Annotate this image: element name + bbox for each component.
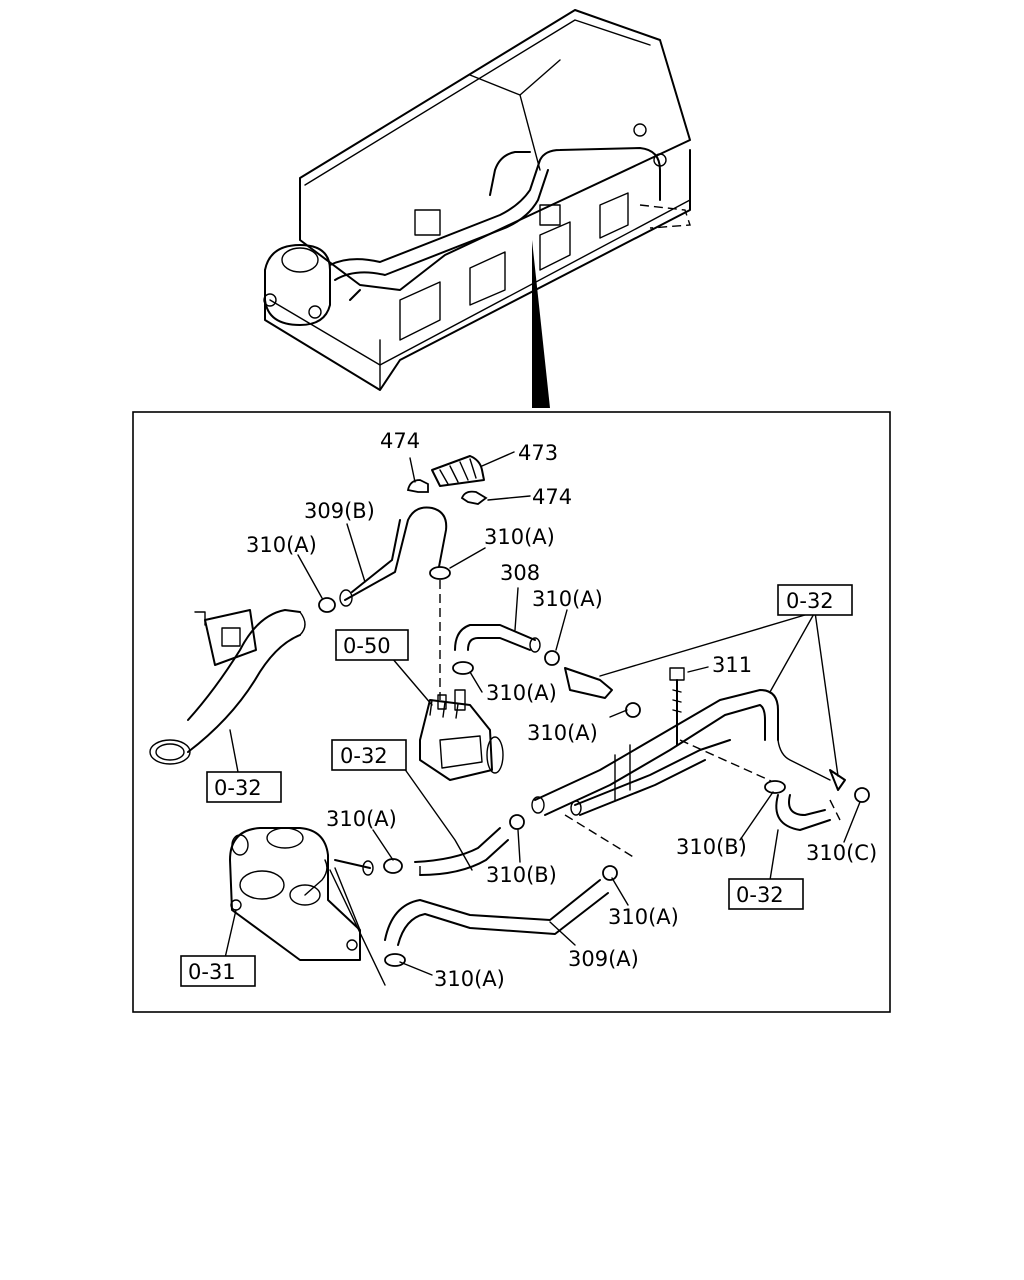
label-311: 311 — [712, 653, 752, 677]
ref-box-0-32: 0-32 — [736, 883, 784, 907]
clamp-310a — [318, 597, 336, 613]
engine-overview-illustration — [263, 9, 691, 391]
bolt-311 — [669, 667, 685, 746]
clamp-310a — [429, 566, 451, 580]
ref-box-0-32: 0-32 — [340, 744, 388, 768]
ref-box-0-32: 0-32 — [214, 776, 262, 800]
water-pipe-left — [149, 609, 306, 765]
label-310a: 310(A) — [246, 533, 317, 557]
clamp-310a — [625, 702, 641, 718]
hose-small-lower — [775, 794, 831, 831]
clamp-310b — [509, 814, 525, 830]
label-308: 308 — [500, 561, 540, 585]
label-310a: 310(A) — [532, 587, 603, 611]
label-310c: 310(C) — [806, 841, 877, 865]
ref-box-0-32: 0-32 — [786, 589, 834, 613]
ref-box-0-31: 0-31 — [188, 960, 236, 984]
leader-lines — [224, 451, 861, 976]
clip-474-top — [406, 479, 429, 493]
detail-pointer — [532, 240, 550, 408]
label-474: 474 — [532, 485, 572, 509]
clamp-310b — [764, 780, 786, 794]
label-310a: 310(A) — [527, 721, 598, 745]
label-310a: 310(A) — [608, 905, 679, 929]
part-labels: 474 473 474 309(B) 310(A) 310(A) 308 310… — [246, 429, 877, 991]
label-473: 473 — [518, 441, 558, 465]
hose-309b — [344, 506, 448, 601]
detail-frame — [132, 411, 891, 1013]
thermostat-housing — [229, 827, 386, 986]
label-310a: 310(A) — [326, 807, 397, 831]
label-310b: 310(B) — [676, 835, 747, 859]
clamp-310a — [602, 865, 618, 881]
label-310a: 310(A) — [434, 967, 505, 991]
label-310a: 310(A) — [484, 525, 555, 549]
label-310a: 310(A) — [486, 681, 557, 705]
clamp-310a — [383, 858, 403, 874]
fitting — [564, 667, 613, 699]
label-310b: 310(B) — [486, 863, 557, 887]
label-474: 474 — [380, 429, 420, 453]
label-309a: 309(A) — [568, 947, 639, 971]
hose-308 — [454, 624, 536, 651]
hose-mid — [414, 827, 501, 863]
reference-boxes: 0-50 0-32 0-32 0-32 0-32 0-31 — [180, 584, 853, 987]
clamp-310c — [854, 787, 870, 803]
water-pipe-right — [531, 689, 846, 816]
clamp-310a — [452, 661, 474, 675]
egr-cooler — [419, 689, 504, 781]
stub-pipe — [334, 859, 371, 869]
clamp-310a — [544, 650, 560, 666]
clamp-310a — [384, 953, 406, 967]
hose-309a — [384, 879, 601, 941]
clip-474-right — [460, 490, 488, 505]
label-309b: 309(B) — [304, 499, 375, 523]
hose-473 — [431, 455, 485, 487]
ref-box-0-50: 0-50 — [343, 634, 391, 658]
